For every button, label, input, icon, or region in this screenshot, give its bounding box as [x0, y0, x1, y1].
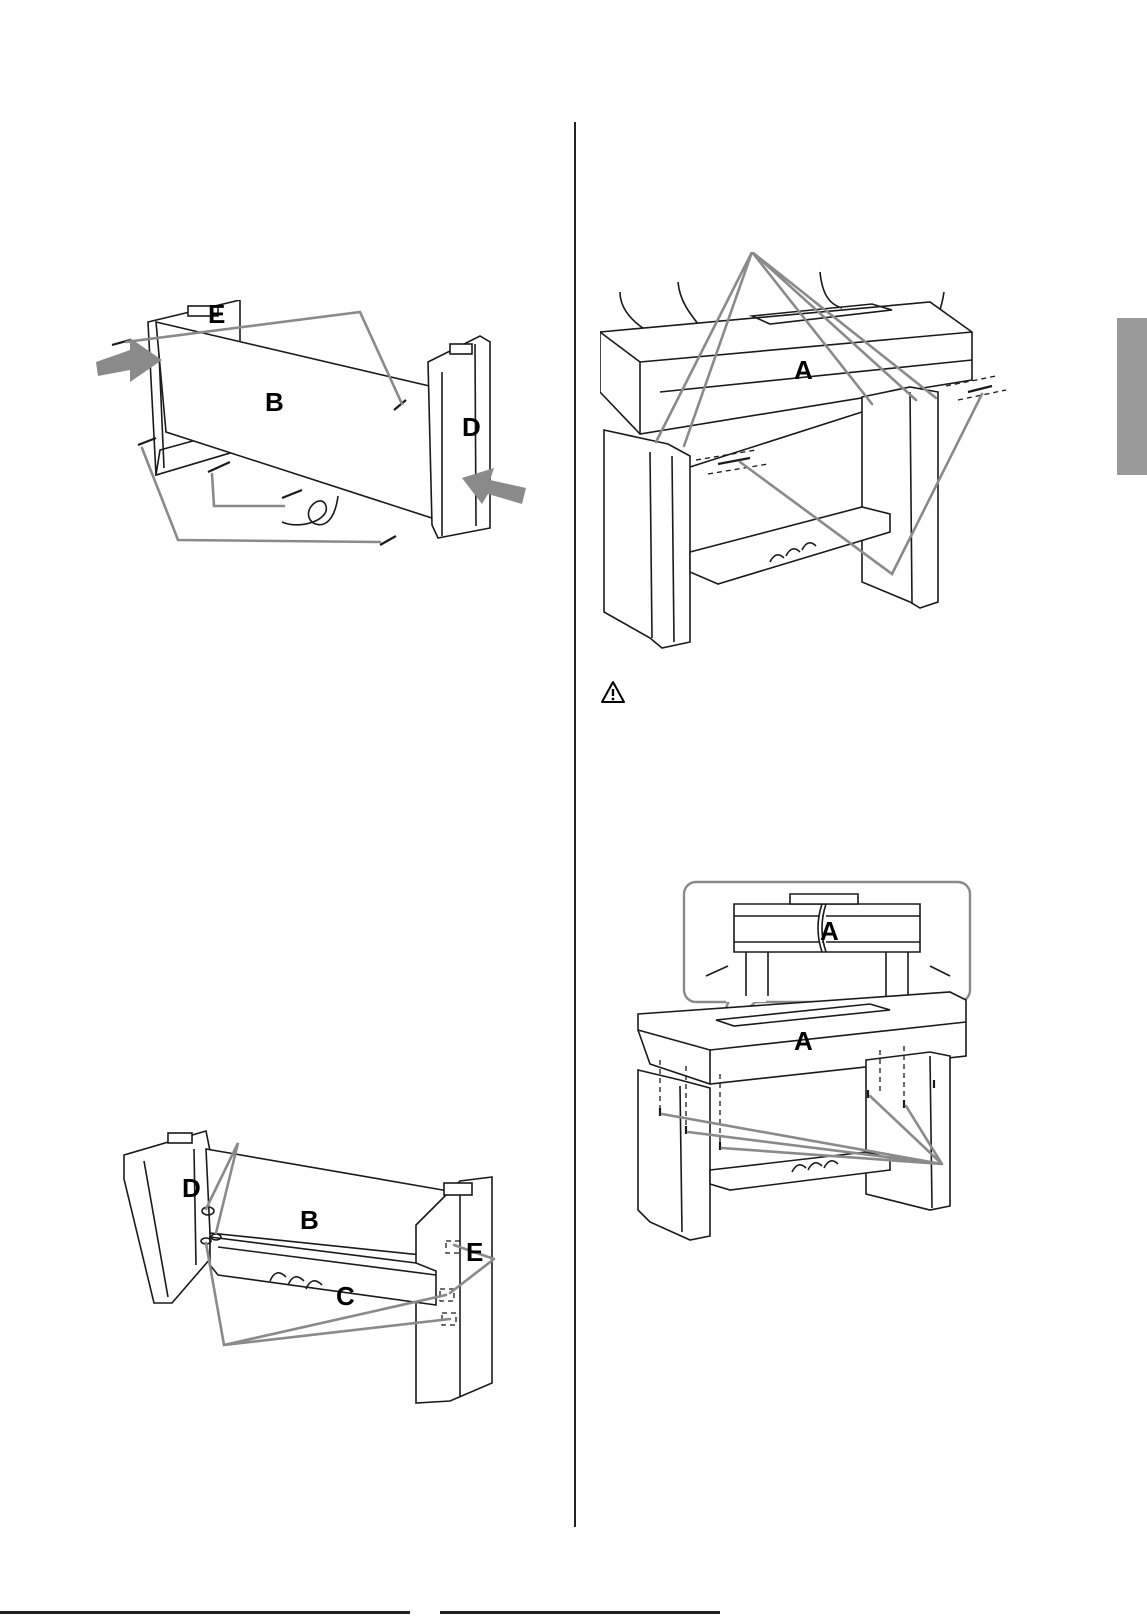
warning-triangle-icon: [600, 680, 626, 704]
bottom-rule-left: [0, 1611, 410, 1614]
figure-attach-pedal-box: D B C E: [120, 1125, 520, 1455]
part-label-b: B: [300, 1205, 319, 1235]
column-divider: [574, 122, 576, 1527]
part-label-c: C: [336, 1281, 355, 1311]
part-label-d: D: [462, 412, 481, 442]
figure-attach-back-board: E B D: [90, 300, 550, 570]
section-tab: [1117, 318, 1147, 475]
part-label-d: D: [182, 1173, 201, 1203]
figure-place-main-unit: A: [600, 252, 1020, 662]
part-label-e: E: [208, 300, 225, 329]
figure-secure-main-unit: A A: [630, 880, 990, 1280]
bottom-rule-right: [440, 1611, 720, 1614]
part-label-e: E: [466, 1237, 483, 1267]
part-label-b: B: [265, 387, 284, 417]
inset-part-label-a: A: [820, 916, 839, 946]
part-label-a: A: [794, 1026, 813, 1056]
part-label-a: A: [794, 355, 813, 385]
